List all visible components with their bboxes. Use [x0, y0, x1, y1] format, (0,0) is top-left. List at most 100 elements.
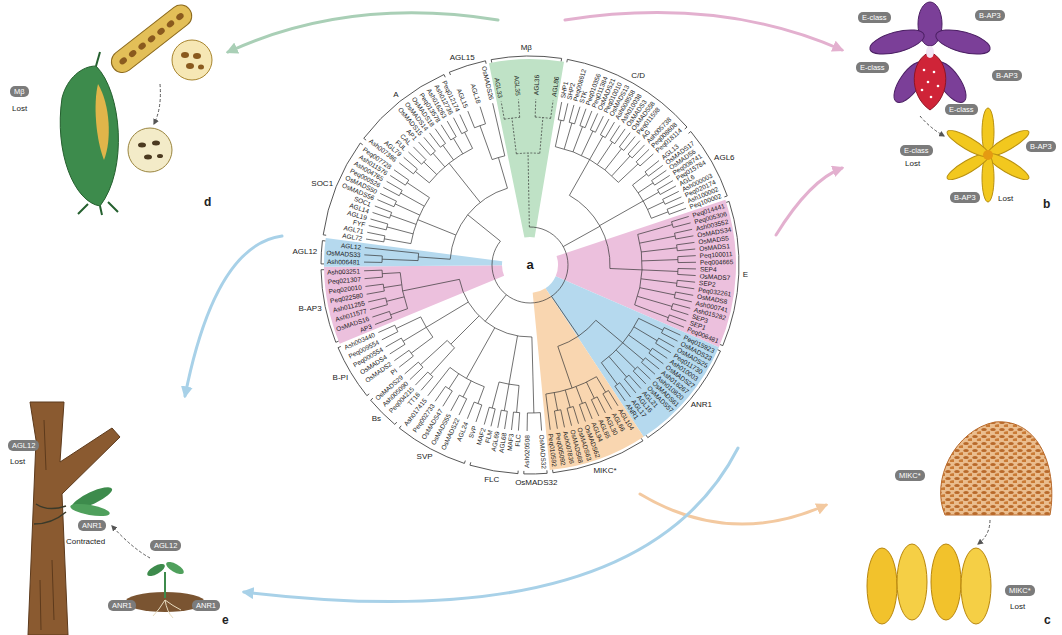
panel-letter: d: [204, 196, 211, 209]
gene-chip-text: B-AP3: [996, 71, 1018, 80]
figure-panel: eAGL12ANR1AGL12ANR1ANR1: [0, 402, 238, 635]
tree-branch: [435, 386, 445, 401]
seed-pod-figure: [186, 63, 194, 69]
orchid-flower-figure: [867, 2, 1031, 202]
tree-branch: [615, 386, 625, 401]
tree-branch: [518, 413, 519, 431]
tree-branch: [676, 286, 694, 289]
tree-branch: [428, 367, 450, 395]
clade-name: B-AP3: [299, 304, 322, 313]
seed-pod-figure: [157, 154, 163, 158]
clade-arrow: [185, 236, 282, 396]
tree-branch: [387, 297, 404, 301]
clade-arrow: [640, 494, 826, 524]
gene-chip-text: B-AP3: [1030, 142, 1052, 151]
tree-branch: [364, 270, 382, 272]
gene-label: Ash006481: [327, 258, 360, 266]
orchid-flower-figure: [923, 69, 926, 72]
tree-branch: [634, 327, 657, 341]
tree-branch: [453, 118, 461, 134]
tree-branch: [674, 298, 692, 302]
clade-bracket: [371, 398, 373, 400]
seed-pod-figure: [152, 141, 160, 146]
tree-branch: [476, 405, 482, 422]
tree-branch: [387, 181, 403, 190]
gene-chip: E-class: [900, 145, 933, 156]
seed-pod-figure: [172, 40, 212, 80]
tree-branch: [590, 136, 603, 160]
tree-branch: [642, 260, 678, 261]
tree-branch: [424, 137, 436, 151]
tree-branch: [435, 129, 445, 144]
tree-branch: [554, 411, 557, 429]
clade-name: C/D: [631, 71, 645, 80]
tree-branch: [640, 236, 675, 243]
clade-arrow: [228, 13, 498, 52]
tree-branch: [517, 386, 519, 413]
clade-bracket: [444, 75, 445, 78]
seed-pod-figure: [193, 53, 201, 59]
orchid-flower-figure: [933, 71, 936, 74]
panel-shape: [846, 0, 1062, 218]
tree-branch: [580, 109, 586, 126]
clade-name: FLC: [484, 475, 499, 484]
tree-branch: [433, 153, 445, 167]
tree-label: a: [527, 258, 534, 272]
tree-branch: [463, 381, 471, 397]
clade-bracket: [469, 462, 471, 465]
tree-branch: [585, 111, 592, 128]
gene-chip-text: B-AP3: [954, 193, 976, 202]
tree-branch: [618, 164, 638, 182]
pollen-figure: [941, 422, 1052, 515]
tree-branch: [491, 409, 495, 426]
tree-branch: [498, 158, 507, 189]
tree-branch: [505, 411, 508, 429]
clade-bracket: [491, 60, 493, 63]
tree-branch: [678, 256, 696, 257]
tree-branch: [430, 348, 454, 375]
gene-chip: ANR1: [108, 600, 136, 611]
clade-bracket: [449, 61, 485, 72]
status-note: Lost: [10, 457, 25, 466]
gene-label: Ash020508: [523, 435, 531, 468]
tree-branch: [677, 280, 695, 282]
gene-chip-text: MIKC*: [1009, 586, 1031, 595]
tree-branch: [642, 270, 678, 272]
gene-chip: B-AP3: [975, 10, 1005, 21]
clade-name: SOC1: [311, 179, 333, 188]
epiphyte-tree-figure: [28, 402, 205, 635]
pollen-figure: [931, 544, 961, 620]
clade-bracket: [720, 344, 723, 345]
gene-chip-text: ANR1: [82, 521, 102, 530]
tree-branch: [429, 133, 440, 147]
tree-branch: [652, 348, 667, 358]
tree-branch: [465, 132, 473, 148]
tree-branch: [480, 107, 485, 124]
tree-branch: [415, 372, 427, 385]
clade-bracket: [523, 471, 524, 474]
tree-branch: [512, 118, 516, 154]
tree-branch: [585, 402, 592, 419]
tree-branch: [639, 318, 663, 330]
tree-branch: [641, 248, 677, 252]
seed-pod-figure: [78, 202, 118, 215]
tree-branch: [387, 227, 413, 234]
orchid-flower-figure: [867, 25, 926, 59]
epiphyte-tree-figure: [28, 402, 120, 635]
tree-branch: [667, 203, 684, 210]
tree-branch: [603, 394, 612, 410]
tree-branch: [443, 391, 452, 406]
tree-branch: [391, 215, 416, 224]
tree-branch: [478, 387, 484, 404]
tree-branch: [535, 99, 537, 117]
pollen-figure: [867, 422, 1052, 624]
clade-bracket: [641, 438, 643, 441]
tree-branch: [492, 227, 568, 303]
tree-branch: [372, 311, 389, 317]
clade-bracket: [552, 470, 553, 473]
clade-bracket: [399, 426, 401, 428]
tree-branch: [404, 157, 418, 169]
panel-shape: [0, 402, 238, 635]
tree-branch: [518, 99, 519, 117]
tree-branch: [612, 156, 630, 176]
